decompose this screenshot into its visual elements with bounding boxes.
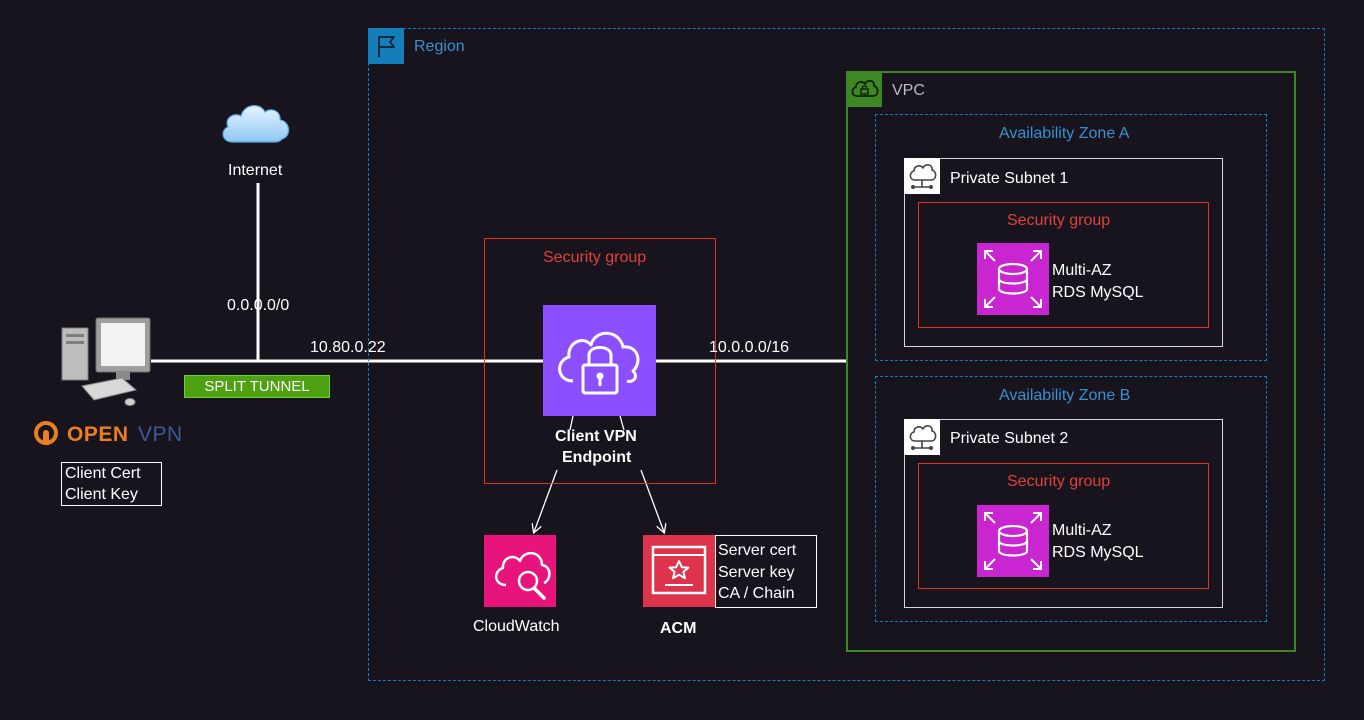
region-label: Region xyxy=(414,38,465,55)
private-subnet-1 xyxy=(904,158,1223,347)
endpoint-security-group xyxy=(484,238,716,484)
computer-icon xyxy=(58,316,154,408)
cloudwatch-label: CloudWatch xyxy=(473,618,560,635)
subnet-cloud-icon xyxy=(904,419,940,455)
endpoint-security-group-label: Security group xyxy=(543,249,647,266)
acm-certificates-box: Server cert Server key CA / Chain xyxy=(715,535,817,608)
vpc-boundary xyxy=(846,71,1296,652)
internet-route-label: 0.0.0.0/0 xyxy=(227,297,290,314)
client-vpn-icon xyxy=(543,305,656,416)
rds-b-label-line1: Multi-AZ xyxy=(1052,522,1112,539)
subnet-cloud-icon xyxy=(904,158,940,194)
vpc-cloud-lock-icon xyxy=(846,71,882,107)
openvpn-keyhole-icon xyxy=(34,421,58,445)
endpoint-stub-right xyxy=(619,415,625,431)
server-key-label: Server key xyxy=(718,564,795,581)
cloudwatch-arrow xyxy=(534,469,558,532)
ca-chain-label: CA / Chain xyxy=(718,585,795,602)
openvpn-brand-open: OPEN xyxy=(67,423,129,446)
flag-icon xyxy=(368,28,404,64)
availability-zone-a xyxy=(875,114,1267,361)
rds-security-group-b-label: Security group xyxy=(1007,473,1111,490)
acm-icon xyxy=(643,535,715,607)
rds-a-label-line2: RDS MySQL xyxy=(1052,284,1144,301)
internet-label: Internet xyxy=(228,162,283,179)
client-vpn-label-line2: Endpoint xyxy=(562,449,632,466)
rds-security-group-a-label: Security group xyxy=(1007,212,1111,229)
rds-database-icon xyxy=(977,243,1049,315)
client-credentials-box: Client Cert Client Key xyxy=(61,462,162,506)
rds-security-group-a xyxy=(918,202,1209,328)
server-cert-label: Server cert xyxy=(718,542,797,559)
availability-zone-a-label: Availability Zone A xyxy=(999,125,1130,142)
client-cert-label: Client Cert xyxy=(65,465,141,482)
cloud-icon xyxy=(218,98,294,148)
openvpn-brand-vpn: VPN xyxy=(138,423,183,446)
availability-zone-b xyxy=(875,376,1267,622)
region-boundary xyxy=(368,28,1325,681)
cloudwatch-icon xyxy=(484,535,556,607)
availability-zone-b-label: Availability Zone B xyxy=(999,387,1131,404)
acm-label: ACM xyxy=(660,620,697,637)
private-subnet-2 xyxy=(904,419,1223,608)
vpc-cidr-label: 10.0.0.0/16 xyxy=(709,339,790,356)
client-vpn-label-line1: Client VPN xyxy=(555,428,637,445)
split-tunnel-badge: SPLIT TUNNEL xyxy=(184,375,330,398)
vpc-label: VPC xyxy=(892,82,925,99)
acm-arrow xyxy=(640,469,664,532)
rds-security-group-b xyxy=(918,463,1209,589)
private-subnet-1-label: Private Subnet 1 xyxy=(950,170,1069,187)
client-ip-label: 10.80.0.22 xyxy=(310,339,386,356)
rds-b-label-line2: RDS MySQL xyxy=(1052,544,1144,561)
client-key-label: Client Key xyxy=(65,486,138,503)
endpoint-stub-left xyxy=(569,415,574,431)
private-subnet-2-label: Private Subnet 2 xyxy=(950,430,1069,447)
rds-a-label-line1: Multi-AZ xyxy=(1052,262,1112,279)
openvpn-logo: OPEN VPN xyxy=(34,421,184,447)
rds-database-icon xyxy=(977,505,1049,577)
